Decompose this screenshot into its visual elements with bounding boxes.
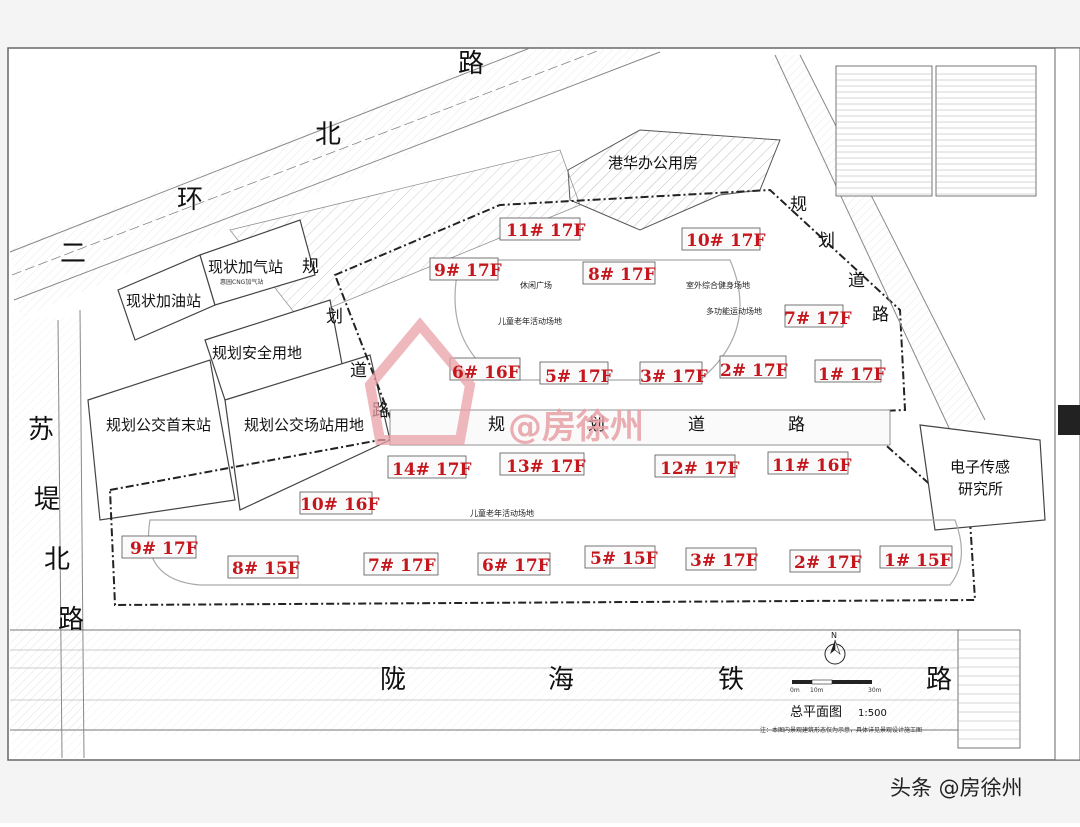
north-arrow-label: N [831, 631, 837, 640]
south-building-label: 7# 17F [368, 556, 436, 576]
north-arrow: N [824, 631, 846, 665]
data-tables [835, 65, 1037, 197]
bus-terminal-parcel [87, 359, 236, 521]
scale-bar: 0m 10m 30m [790, 679, 882, 694]
south-building-label: 8# 15F [232, 559, 300, 579]
road-west-char-2: 堤 [34, 485, 60, 515]
place-labels: 现状加油站 现状加气站 惠园CNG加气站 规划安全用地 规划公交首末站 规划公交… [106, 154, 1010, 498]
road-diag-char-2: 划 [326, 307, 343, 327]
south-building-label: 5# 15F [590, 549, 658, 569]
kids-area-label: 儿童老年活动场地 [498, 316, 562, 326]
kids-area-south-label: 儿童老年活动场地 [470, 508, 534, 518]
road-west-char-4: 路 [58, 605, 84, 635]
south-building-label: 9# 17F [130, 539, 198, 559]
scale-tick-0: 0m [790, 687, 800, 694]
south-building-label: 6# 17F [482, 556, 550, 576]
road-rail-char-1: 陇 [380, 665, 406, 695]
north-building-label: 9# 17F [434, 261, 502, 281]
north-building-label: 10# 17F [686, 231, 766, 251]
office-label: 港华办公用房 [608, 154, 698, 172]
south-building-label: 10# 16F [300, 495, 380, 515]
south-building-labels: 14# 17F 13# 17F 12# 17F 11# 16F 10# 16F 9# 17… [130, 456, 952, 579]
fitness-area-label: 室外综合健身场地 [686, 280, 750, 290]
cng-station-parcel [199, 219, 316, 306]
credit-text: 头条 @房徐州 [890, 776, 1023, 800]
road-east-char-1: 规 [790, 195, 807, 215]
title-block [1054, 47, 1080, 761]
north-building-label: 5# 17F [545, 367, 613, 387]
drawing-title: 总平面图 [790, 705, 842, 720]
south-building-label: 13# 17F [506, 457, 586, 477]
west-road-band [12, 309, 85, 759]
watermark-text: @房徐州 [508, 407, 644, 447]
north-building-label: 3# 17F [640, 367, 708, 387]
drawing-scale: 1:500 [858, 708, 887, 719]
north-building-footprints [429, 217, 882, 385]
road-rail-char-3: 铁 [718, 665, 744, 695]
plaza-label: 休闲广场 [520, 280, 552, 290]
multi-sport-label: 多功能运动场地 [706, 306, 762, 316]
road-ring-char-3: 环 [177, 185, 203, 215]
watermark: @房徐州 [364, 317, 644, 447]
south-building-label: 1# 15F [884, 551, 952, 571]
road-east-char-3: 道 [848, 271, 865, 291]
bus-terminal-label: 规划公交首末站 [106, 416, 211, 434]
north-building-label: 2# 17F [720, 361, 788, 381]
road-ring-char-4: 二 [60, 239, 86, 269]
road-west-char-1: 苏 [28, 415, 54, 445]
sensor-institute-label-1: 电子传感 [950, 458, 1010, 476]
sensor-institute-parcel [919, 424, 1046, 531]
north-building-label: 7# 17F [784, 309, 852, 329]
legend [957, 629, 1021, 749]
gas-station-label: 现状加油站 [126, 292, 201, 310]
north-building-label: 6# 16F [452, 363, 520, 383]
road-rail-char-2: 海 [548, 665, 574, 695]
road-east-char-4: 路 [872, 305, 889, 325]
road-east-char-2: 划 [818, 231, 835, 251]
north-building-label: 8# 17F [588, 265, 656, 285]
north-building-labels: 11# 17F 10# 17F 9# 17F 8# 17F 7# 17F 6# 16F 5#… [434, 221, 886, 387]
road-mid-char-4: 路 [788, 415, 805, 435]
sensor-institute-label-2: 研究所 [958, 480, 1003, 498]
bus-yard-label: 规划公交场站用地 [244, 416, 364, 434]
east-road-band [770, 55, 985, 430]
road-diag-char-1: 规 [302, 257, 319, 277]
north-ring-road [9, 47, 661, 318]
safety-land-label: 规划安全用地 [212, 344, 302, 362]
drawing-note: 注：本图内景观建筑形态仅为示意，具体详见景观设计施工图 [760, 726, 922, 734]
north-hatch-strip [229, 149, 581, 321]
south-building-label: 12# 17F [660, 459, 740, 479]
south-building-footprints [121, 451, 953, 579]
road-rail-char-4: 路 [926, 665, 952, 695]
road-ring-char-2: 北 [315, 120, 341, 150]
road-mid-char-3: 道 [688, 415, 705, 435]
road-labels: 路 北 环 二 规 划 道 路 规 划 道 路 规 划 道 路 苏 堤 北 路 … [28, 49, 952, 695]
north-building-label: 1# 17F [818, 365, 886, 385]
south-building-label: 11# 16F [772, 456, 852, 476]
cng-station-sublabel: 惠园CNG加气站 [220, 278, 263, 286]
south-building-label: 2# 17F [794, 553, 862, 573]
south-building-label: 14# 17F [392, 460, 472, 480]
scale-tick-2: 30m [868, 687, 882, 694]
road-west-char-3: 北 [44, 545, 70, 575]
scale-tick-1: 10m [810, 687, 824, 694]
south-building-label: 3# 17F [690, 551, 758, 571]
road-diag-char-3: 道 [350, 361, 367, 381]
cng-station-label: 现状加气站 [208, 258, 283, 276]
road-mid-char-2: 划 [588, 415, 605, 435]
internal-planned-road [389, 409, 891, 446]
road-mid-char-1: 规 [488, 415, 505, 435]
site-amenity-labels: 休闲广场 儿童老年活动场地 室外综合健身场地 多功能运动场地 儿童老年活动场地 [470, 280, 762, 518]
road-ring-char-1: 路 [458, 49, 484, 79]
north-building-label: 11# 17F [506, 221, 586, 241]
